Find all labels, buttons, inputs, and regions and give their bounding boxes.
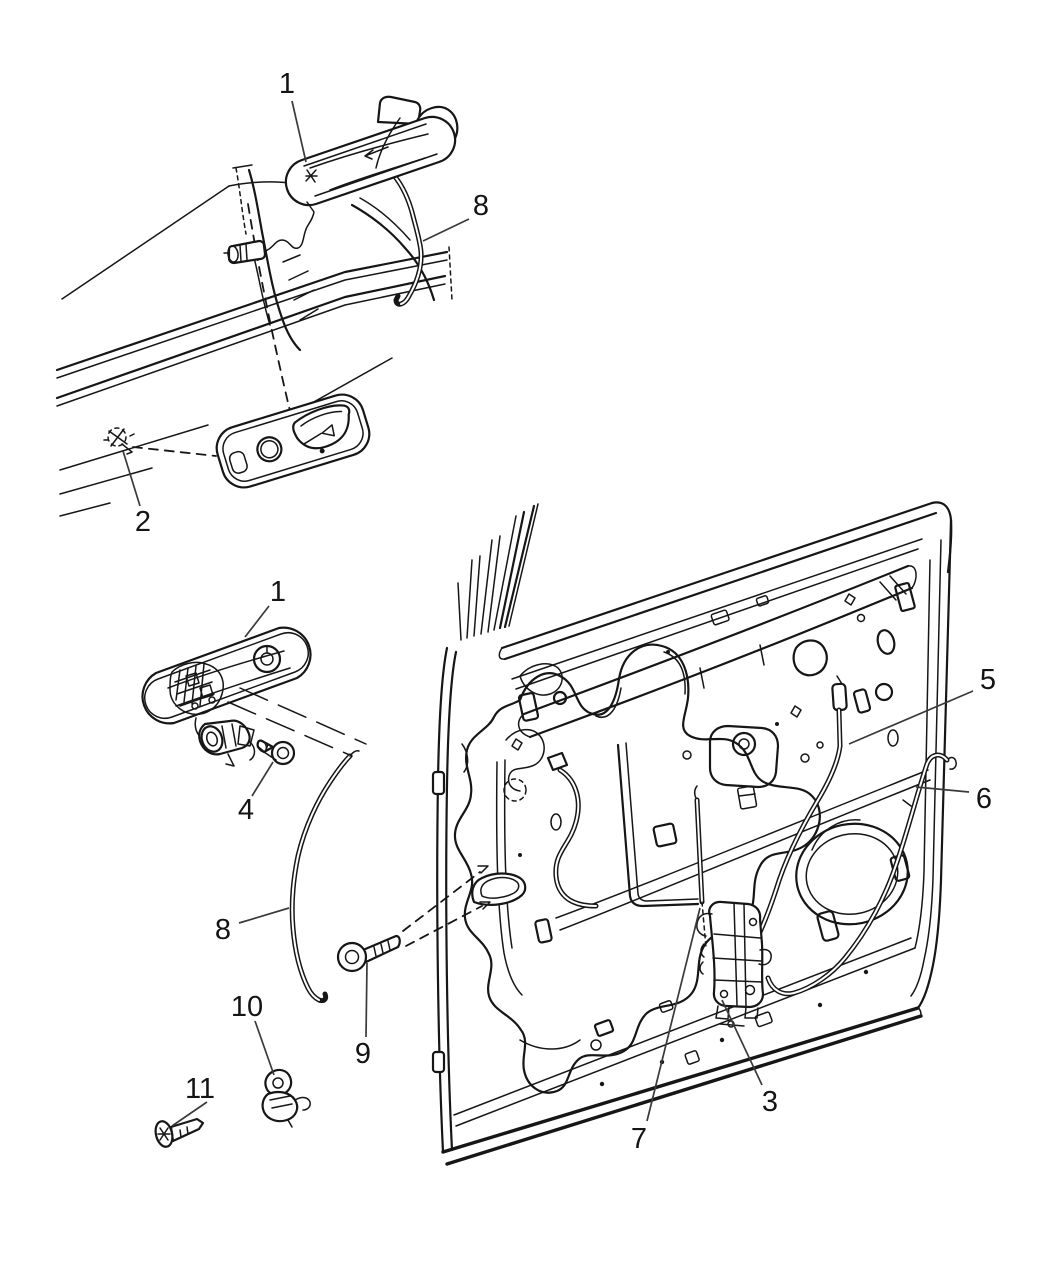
callout-9-leader — [365, 962, 368, 1038]
callout-10-leader — [254, 1020, 275, 1076]
exterior-handle-lower — [141, 626, 367, 1004]
handle-cutout-plate — [103, 393, 371, 489]
callout-2-leader — [122, 450, 141, 507]
diagram-line-art — [55, 95, 957, 1166]
exterior-handle-upper — [223, 95, 459, 433]
callout-3-leader — [721, 999, 763, 1086]
lock-cable-6 — [765, 752, 957, 997]
door-top-fragment — [55, 164, 453, 517]
callout-layer: 1 8 2 1 4 8 9 10 11 5 6 7 3 — [122, 68, 996, 1155]
door-inner-panel — [431, 501, 953, 1166]
clip-10 — [261, 1068, 311, 1128]
lock-rod-7 — [694, 785, 707, 949]
callout-label-2: 2 — [135, 506, 151, 538]
callout-11-leader — [171, 1101, 208, 1127]
lock-cylinder — [198, 719, 256, 767]
bolt-9 — [336, 865, 491, 973]
fastener-2 — [103, 427, 217, 457]
callout-label-8: 8 — [215, 914, 231, 946]
callout-label-6: 6 — [976, 783, 992, 815]
callout-7-leader — [646, 907, 701, 1122]
callout-8-leader — [422, 218, 470, 242]
callout-5-leader — [848, 690, 974, 745]
door-latch-3 — [696, 900, 772, 1028]
screw-11 — [154, 1117, 205, 1148]
callout-1-leader — [244, 605, 270, 638]
callout-label-8: 8 — [473, 190, 489, 222]
callout-8-leader — [238, 907, 290, 924]
callout-label-5: 5 — [980, 664, 996, 696]
callout-4-leader — [251, 761, 274, 797]
callout-label-1: 1 — [270, 576, 286, 608]
callout-label-10: 10 — [231, 991, 263, 1023]
callout-1-leader — [291, 100, 307, 163]
callout-label-4: 4 — [238, 794, 254, 826]
callout-label-1: 1 — [279, 68, 295, 100]
callout-6-leader — [915, 786, 970, 793]
callout-label-7: 7 — [631, 1123, 647, 1155]
bolt-4 — [256, 739, 296, 766]
callout-label-9: 9 — [355, 1038, 371, 1070]
lock-rod-5 — [753, 675, 848, 943]
callout-label-3: 3 — [762, 1086, 778, 1118]
callout-label-11: 11 — [185, 1073, 215, 1105]
